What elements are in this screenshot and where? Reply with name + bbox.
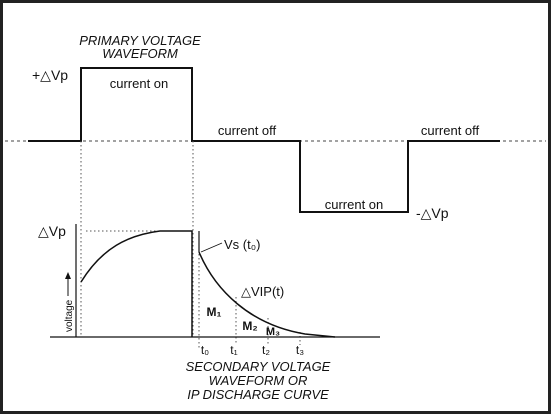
time-t3-label: t₃	[296, 343, 304, 357]
charging-curve	[80, 230, 193, 337]
secondary-title-line3: IP DISCHARGE CURVE	[187, 387, 329, 402]
current-on-top-label: current on	[110, 76, 169, 91]
minus-dvp-label: -△Vp	[416, 205, 449, 221]
peak-dvp-label: △Vp	[38, 223, 66, 239]
secondary-title-line1: SECONDARY VOLTAGE	[186, 359, 331, 374]
time-t1-label: t₁	[230, 343, 237, 357]
time-t0-label: t₀	[201, 343, 209, 357]
primary-waveform	[28, 67, 500, 213]
secondary-title-line2: WAVEFORM OR	[209, 373, 308, 388]
delta-vip-label: △VIP(t)	[241, 284, 284, 299]
primary-title-line1: PRIMARY VOLTAGE	[79, 33, 201, 48]
guide-lines	[80, 141, 301, 350]
plus-dvp-label: +△Vp	[32, 67, 68, 83]
discharge-curve	[198, 251, 336, 338]
primary-title-line2: WAVEFORM	[102, 46, 178, 61]
time-t2-label: t₂	[262, 343, 270, 357]
voltage-axis-label: voltage	[64, 299, 75, 332]
voltage-arrow-icon	[65, 272, 71, 296]
vs-t0-label: Vs (t₀)	[224, 237, 260, 252]
current-off-right-label: current off	[421, 123, 480, 138]
vs-leader	[200, 242, 223, 253]
window-m3-label: M₃	[266, 326, 280, 338]
window-m2-label: M₂	[242, 319, 257, 333]
window-m1-label: M₁	[207, 305, 222, 319]
current-on-bottom-label: current on	[325, 197, 384, 212]
current-off-mid-label: current off	[218, 123, 277, 138]
